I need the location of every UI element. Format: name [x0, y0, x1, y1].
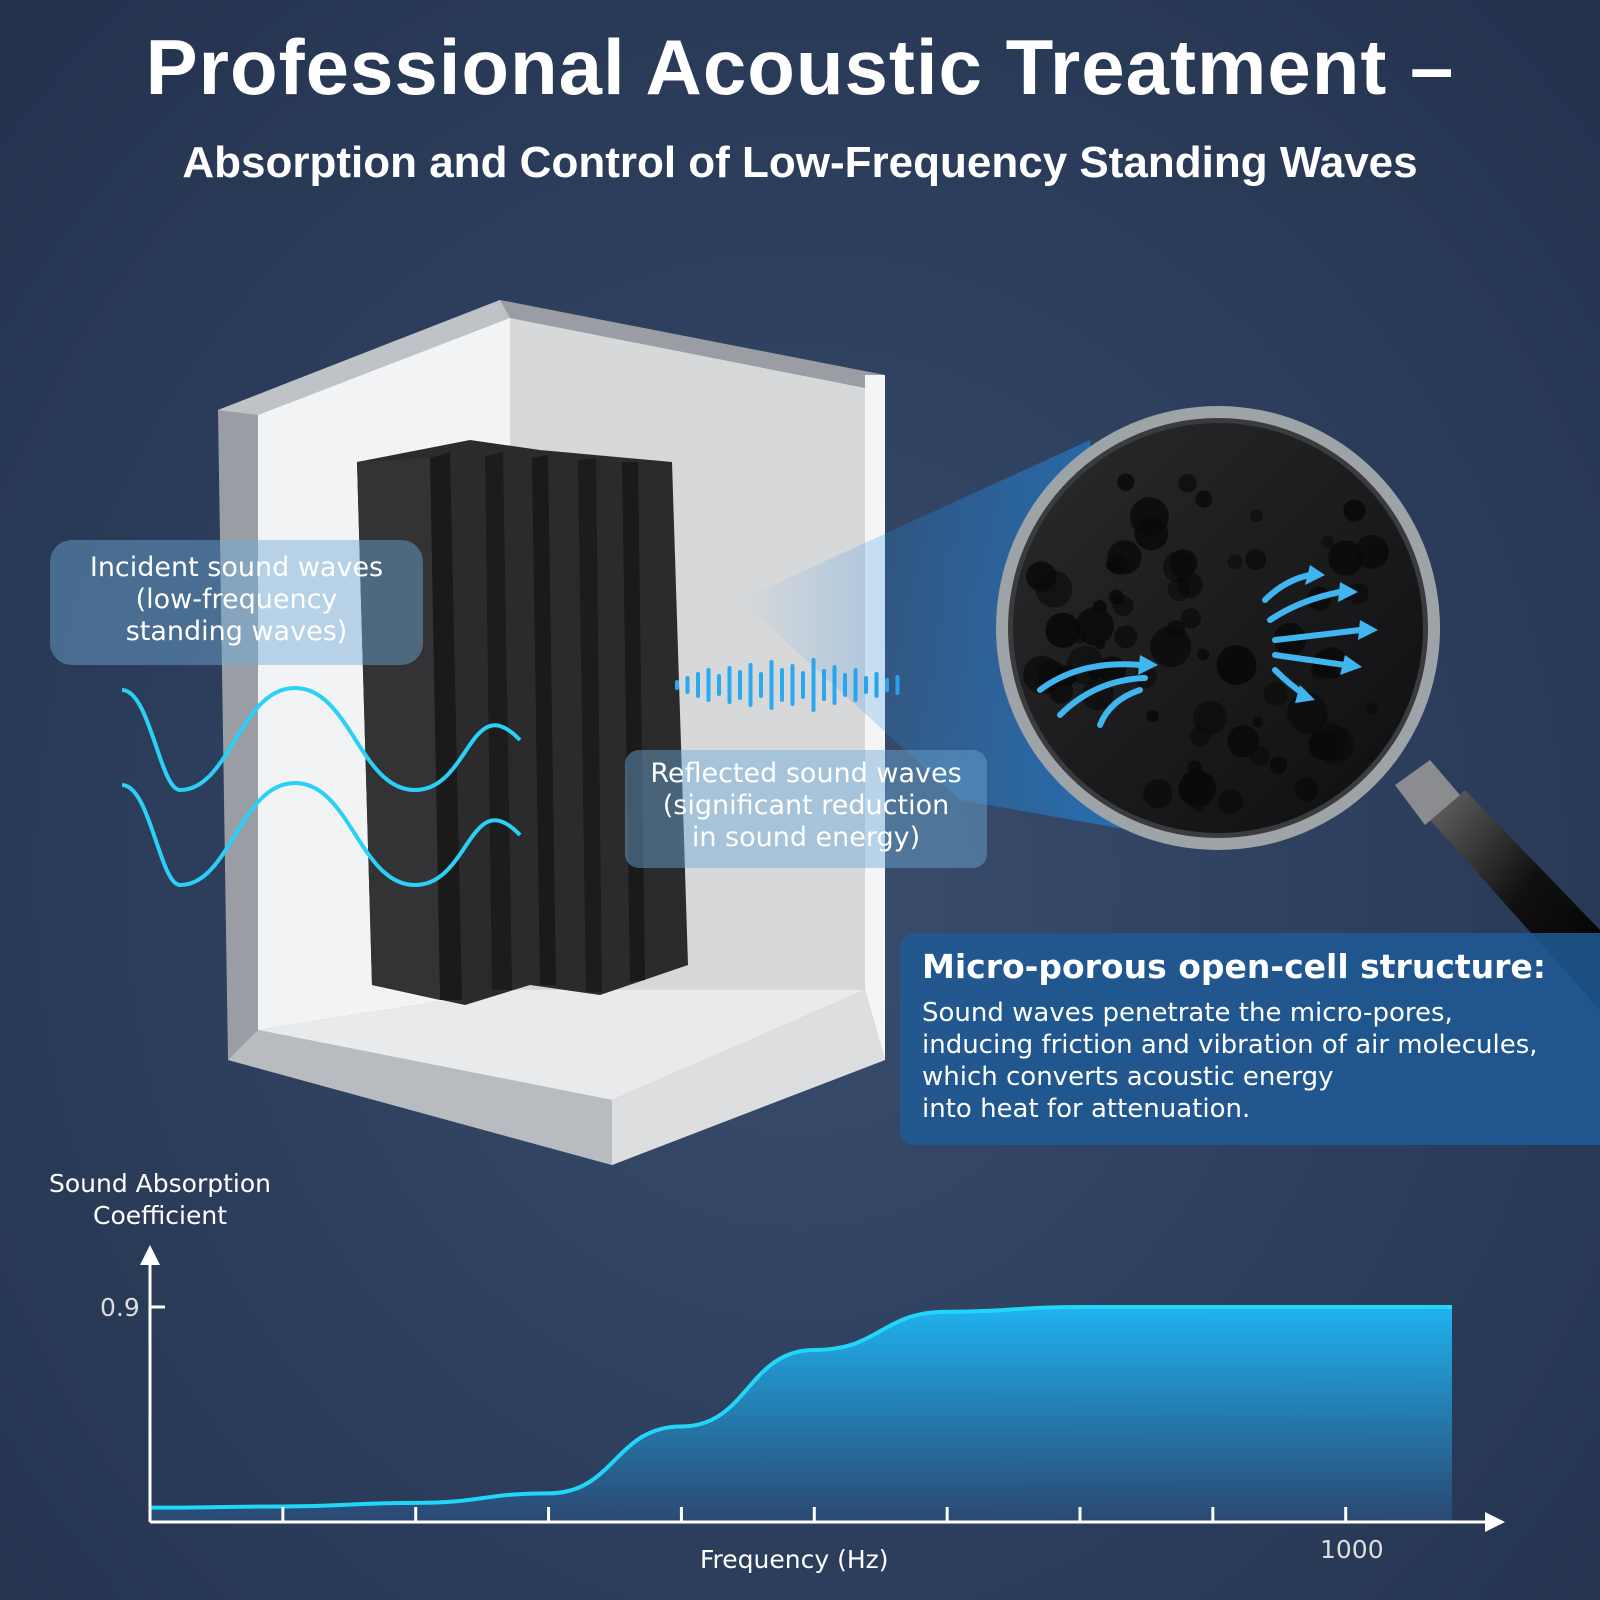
foam-pore — [1026, 561, 1057, 592]
foam-pore — [1293, 777, 1319, 802]
reflected-waves-callout: Reflected sound waves (significant reduc… — [625, 750, 987, 868]
x-tick-label: 1000 — [1320, 1535, 1384, 1564]
foam-pore — [1287, 692, 1328, 734]
reflected-line-3: in sound energy) — [691, 822, 921, 853]
foam-pore — [1075, 607, 1114, 646]
foam-pore — [1189, 726, 1211, 747]
foam-pore — [1227, 725, 1260, 758]
absorption-area — [150, 1307, 1452, 1522]
info-title: Micro-porous open-cell structure: — [922, 947, 1547, 986]
foam-pore — [1328, 540, 1364, 576]
structure-info-panel: Micro-porous open-cell structure: Sound … — [900, 933, 1600, 1145]
foam-pore — [1162, 551, 1195, 583]
foam-pore — [1343, 499, 1366, 522]
foam-pore — [1308, 731, 1338, 760]
foam-pore — [1178, 769, 1217, 808]
foam-pore — [1250, 509, 1263, 523]
info-line-2: inducing friction and vibration of air m… — [922, 1030, 1538, 1060]
foam-pore — [1347, 583, 1369, 604]
foam-pore — [1178, 473, 1197, 493]
incident-line-3: standing waves) — [125, 616, 348, 647]
incident-waves-callout: Incident sound waves (low-frequency stan… — [50, 540, 423, 665]
foam-pore — [1217, 788, 1243, 815]
foam-pore — [1229, 652, 1242, 666]
reflected-line-2: (significant reduction — [662, 790, 950, 821]
foam-pore — [1197, 648, 1210, 661]
foam-pore — [1187, 760, 1202, 775]
foam-pore — [1106, 558, 1119, 572]
incident-wave-top — [121, 685, 522, 793]
bass-trap-foam — [357, 440, 688, 1005]
info-line-4: into heat for attenuation. — [922, 1094, 1251, 1124]
page-title: Professional Acoustic Treatment – — [145, 23, 1455, 111]
foam-pore — [1134, 516, 1169, 551]
foam-pore — [1180, 608, 1202, 629]
y-axis-arrow — [140, 1245, 160, 1265]
foam-pore — [1143, 779, 1173, 809]
foam-pore — [1193, 700, 1227, 735]
foam-pore — [1249, 745, 1270, 766]
foam-pore — [1269, 756, 1288, 774]
foam-pore — [1114, 625, 1138, 649]
foam-pore — [1066, 645, 1105, 685]
absorption-chart — [140, 1245, 1505, 1532]
foam-pore — [1245, 549, 1267, 571]
info-line-1: Sound waves penetrate the micro-pores, — [922, 998, 1453, 1028]
incident-wave-bottom — [121, 780, 522, 888]
x-axis-label: Frequency (Hz) — [700, 1545, 889, 1574]
foam-pore — [1365, 702, 1378, 716]
foam-pore — [1045, 612, 1081, 648]
foam-pore — [1150, 626, 1192, 668]
foam-pore — [1146, 709, 1159, 723]
foam-pore — [1195, 490, 1213, 508]
magnifier-icon — [996, 406, 1600, 1010]
incident-line-2: (low-frequency — [135, 584, 338, 615]
page-subtitle: Absorption and Control of Low-Frequency … — [182, 138, 1418, 187]
y-axis-label-line-2: Coefficient — [92, 1201, 228, 1230]
x-axis-arrow — [1485, 1512, 1505, 1532]
reflected-line-1: Reflected sound waves — [650, 758, 962, 789]
foam-pore — [1227, 554, 1243, 570]
foam-pore — [1193, 802, 1205, 814]
foam-pore — [1167, 578, 1191, 602]
foam-pore — [1117, 473, 1135, 491]
foam-pore — [1112, 595, 1134, 617]
y-tick-label: 0.9 — [100, 1293, 140, 1322]
incident-line-1: Incident sound waves — [89, 552, 384, 583]
foam-pore — [1354, 534, 1389, 569]
foam-pore — [1252, 716, 1264, 728]
absorption-curve — [149, 1304, 1452, 1510]
foam-pore — [1263, 681, 1288, 707]
y-axis-label-line-1: Sound Absorption — [49, 1169, 271, 1198]
foam-pore — [1321, 535, 1335, 549]
info-line-3: which converts acoustic energy — [922, 1062, 1334, 1092]
